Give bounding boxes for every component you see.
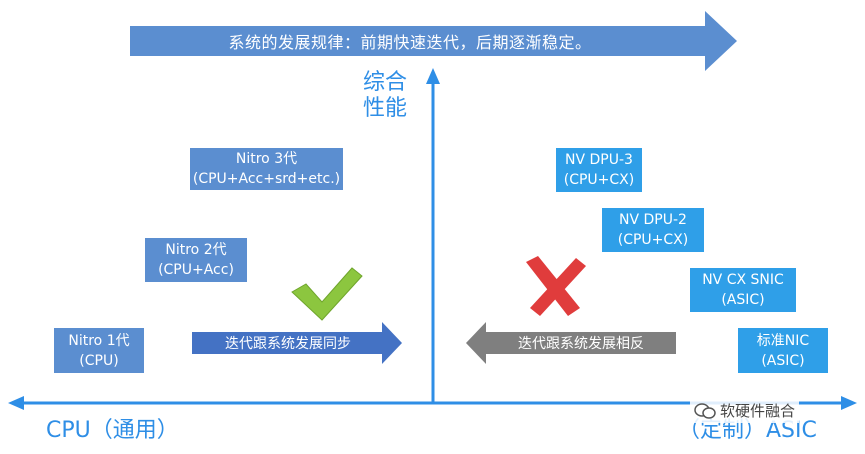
- standard-nic-title: 标准NIC: [756, 332, 810, 349]
- nv-cx-snic-box: NV CX SNIC (ASIC): [690, 268, 796, 312]
- nitro-gen2-box: Nitro 2代 (CPU+Acc): [145, 238, 247, 282]
- y-axis-label-line1: 综合: [363, 70, 408, 95]
- wechat-icon: [694, 402, 716, 419]
- sync-arrow-label: 迭代跟系统发展同步: [225, 336, 351, 352]
- sync-arrow-shape: [192, 322, 402, 364]
- nitro-gen2-detail: (CPU+Acc): [158, 262, 234, 278]
- watermark: 软硬件融合: [690, 398, 800, 423]
- nitro-gen2-title: Nitro 2代: [165, 242, 227, 258]
- nitro-gen1-box: Nitro 1代 (CPU): [54, 328, 144, 373]
- nv-dpu2-title: NV DPU-2: [619, 212, 687, 228]
- nv-dpu2-box: NV DPU-2 (CPU+CX): [602, 208, 704, 252]
- nv-dpu3-box: NV DPU-3 (CPU+CX): [556, 148, 642, 192]
- opposite-arrow-shape: [466, 322, 676, 364]
- y-axis-label-line2: 性能: [363, 96, 408, 121]
- x-axis-left-label: CPU（通用）: [46, 418, 179, 443]
- nitro-gen3-detail: (CPU+Acc+srd+etc.): [192, 171, 341, 187]
- standard-nic-box: 标准NIC (ASIC): [738, 328, 828, 373]
- nv-dpu3-title: NV DPU-3: [565, 152, 633, 168]
- standard-nic-detail: (ASIC): [761, 352, 805, 369]
- nitro-gen3-title: Nitro 3代: [235, 151, 298, 167]
- x-axis-right-arrowhead: [841, 396, 857, 410]
- check-icon: [291, 267, 363, 321]
- x-axis-left-arrowhead: [8, 396, 24, 410]
- cross-icon: [526, 256, 586, 316]
- nv-cx-snic-title: NV CX SNIC: [702, 272, 784, 288]
- nv-cx-snic-detail: (ASIC): [721, 292, 765, 308]
- banner-title: 系统的发展规律：前期快速迭代，后期逐渐稳定。: [228, 33, 592, 52]
- nitro-gen1-title: Nitro 1代: [68, 332, 130, 349]
- banner-arrow: [130, 11, 737, 71]
- watermark-text: 软硬件融合: [720, 402, 796, 420]
- y-axis-label: 综合 性能: [363, 70, 407, 122]
- nitro-gen1-detail: (CPU): [79, 352, 119, 369]
- nv-dpu2-detail: (CPU+CX): [617, 232, 689, 248]
- opposite-arrow-label: 迭代跟系统发展相反: [518, 336, 644, 352]
- nitro-gen3-box: Nitro 3代 (CPU+Acc+srd+etc.): [190, 148, 343, 190]
- nv-dpu3-detail: (CPU+CX): [563, 172, 635, 188]
- y-axis-arrowhead: [426, 68, 440, 84]
